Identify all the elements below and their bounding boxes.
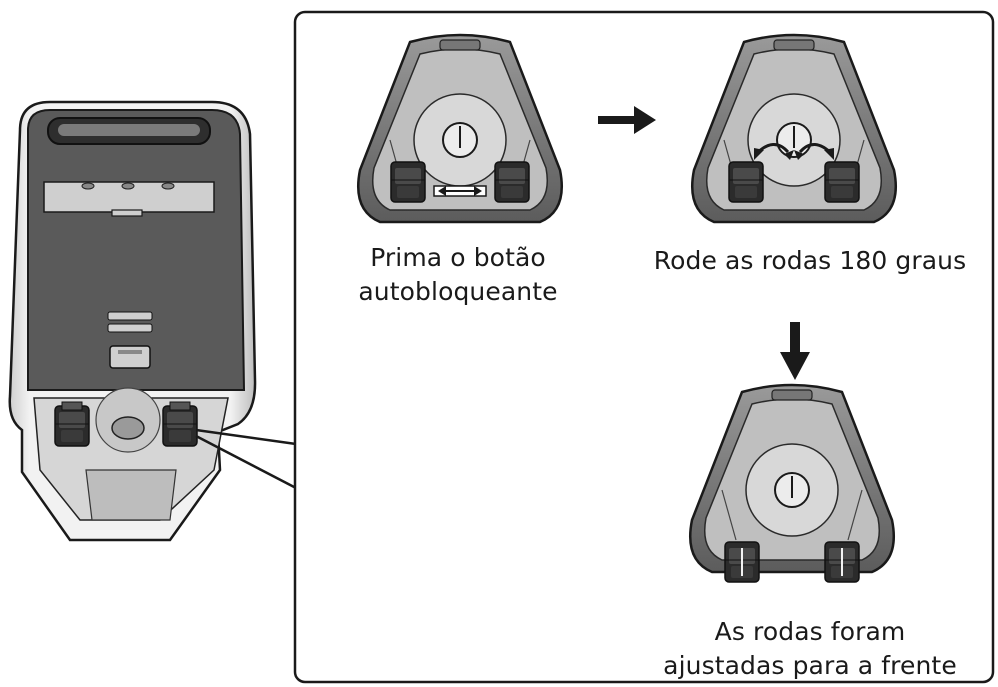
step3-caption: As rodas foram ajustadas para a frente bbox=[663, 617, 957, 680]
callout-leader bbox=[195, 428, 297, 490]
vacuum-station-overview bbox=[8, 100, 257, 542]
step1-caption: Prima o botão autobloqueante bbox=[358, 243, 558, 306]
arrow-down-icon bbox=[780, 322, 810, 380]
step2-illustration bbox=[690, 33, 898, 224]
step2-caption: Rode as rodas 180 graus bbox=[653, 246, 967, 275]
step3-illustration bbox=[688, 383, 896, 583]
arrow-right-icon bbox=[598, 106, 656, 134]
step1-illustration bbox=[356, 33, 564, 224]
